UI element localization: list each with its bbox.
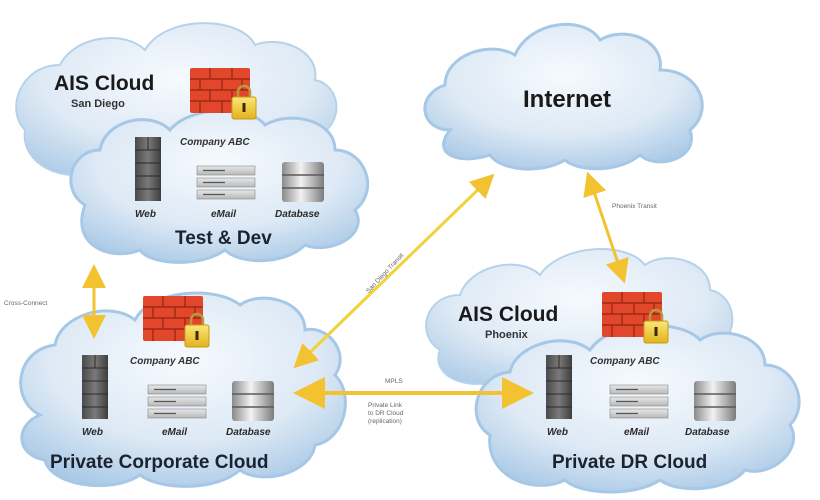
mpls-label: MPLS	[385, 378, 403, 385]
private-dr-cloud-name: Private DR Cloud	[552, 452, 708, 473]
web-server-icon	[135, 137, 161, 201]
link-san-diego-transit	[293, 173, 495, 369]
phoenix-database-label: Database	[685, 427, 730, 438]
private-link-line-3: (replication)	[368, 418, 402, 425]
internet-label: Internet	[523, 86, 612, 113]
san-diego-database-label: Database	[275, 209, 320, 220]
corporate-web-label: Web	[82, 427, 103, 438]
phoenix-transit-label: Phoenix Transit	[612, 203, 657, 210]
firewall-icon	[143, 296, 210, 348]
san-diego-cloud-subtitle: San Diego	[71, 98, 125, 110]
corporate-database-label: Database	[226, 427, 271, 438]
san-diego-cloud-title: AIS Cloud	[54, 72, 155, 95]
phoenix-web-label: Web	[547, 427, 568, 438]
san-diego-email-label: eMail	[211, 209, 237, 220]
firewall-icon	[190, 68, 257, 120]
private-link-line-1: Private Link	[368, 402, 402, 409]
mail-server-icon	[147, 384, 207, 419]
cloud-internet	[423, 22, 704, 171]
web-server-icon	[82, 355, 108, 419]
link-phoenix-transit	[583, 171, 629, 284]
phoenix-firewall-label: Company ABC	[590, 356, 660, 367]
firewall-icon	[602, 292, 669, 344]
private-link-line-2: to DR Cloud	[368, 410, 404, 417]
phoenix-email-label: eMail	[624, 427, 650, 438]
database-icon	[694, 381, 736, 421]
lock-icon	[184, 312, 210, 348]
mail-server-icon	[609, 384, 669, 419]
web-server-icon	[546, 355, 572, 419]
mail-server-icon	[196, 165, 256, 200]
lock-icon	[231, 84, 257, 120]
corporate-firewall-label: Company ABC	[130, 356, 200, 367]
database-icon	[282, 162, 324, 202]
test-dev-cloud-name: Test & Dev	[175, 228, 272, 249]
phoenix-cloud-title: AIS Cloud	[458, 303, 559, 326]
private-corporate-cloud-name: Private Corporate Cloud	[50, 452, 269, 473]
phoenix-cloud-subtitle: Phoenix	[485, 329, 528, 341]
san-diego-firewall-label: Company ABC	[180, 137, 250, 148]
private-link-label: Private Link to DR Cloud (replication)	[368, 402, 403, 426]
corporate-email-label: eMail	[162, 427, 188, 438]
cross-connect-label: Cross-Connect	[4, 300, 48, 307]
lock-icon	[643, 308, 669, 344]
database-icon	[232, 381, 274, 421]
san-diego-web-label: Web	[135, 209, 156, 220]
